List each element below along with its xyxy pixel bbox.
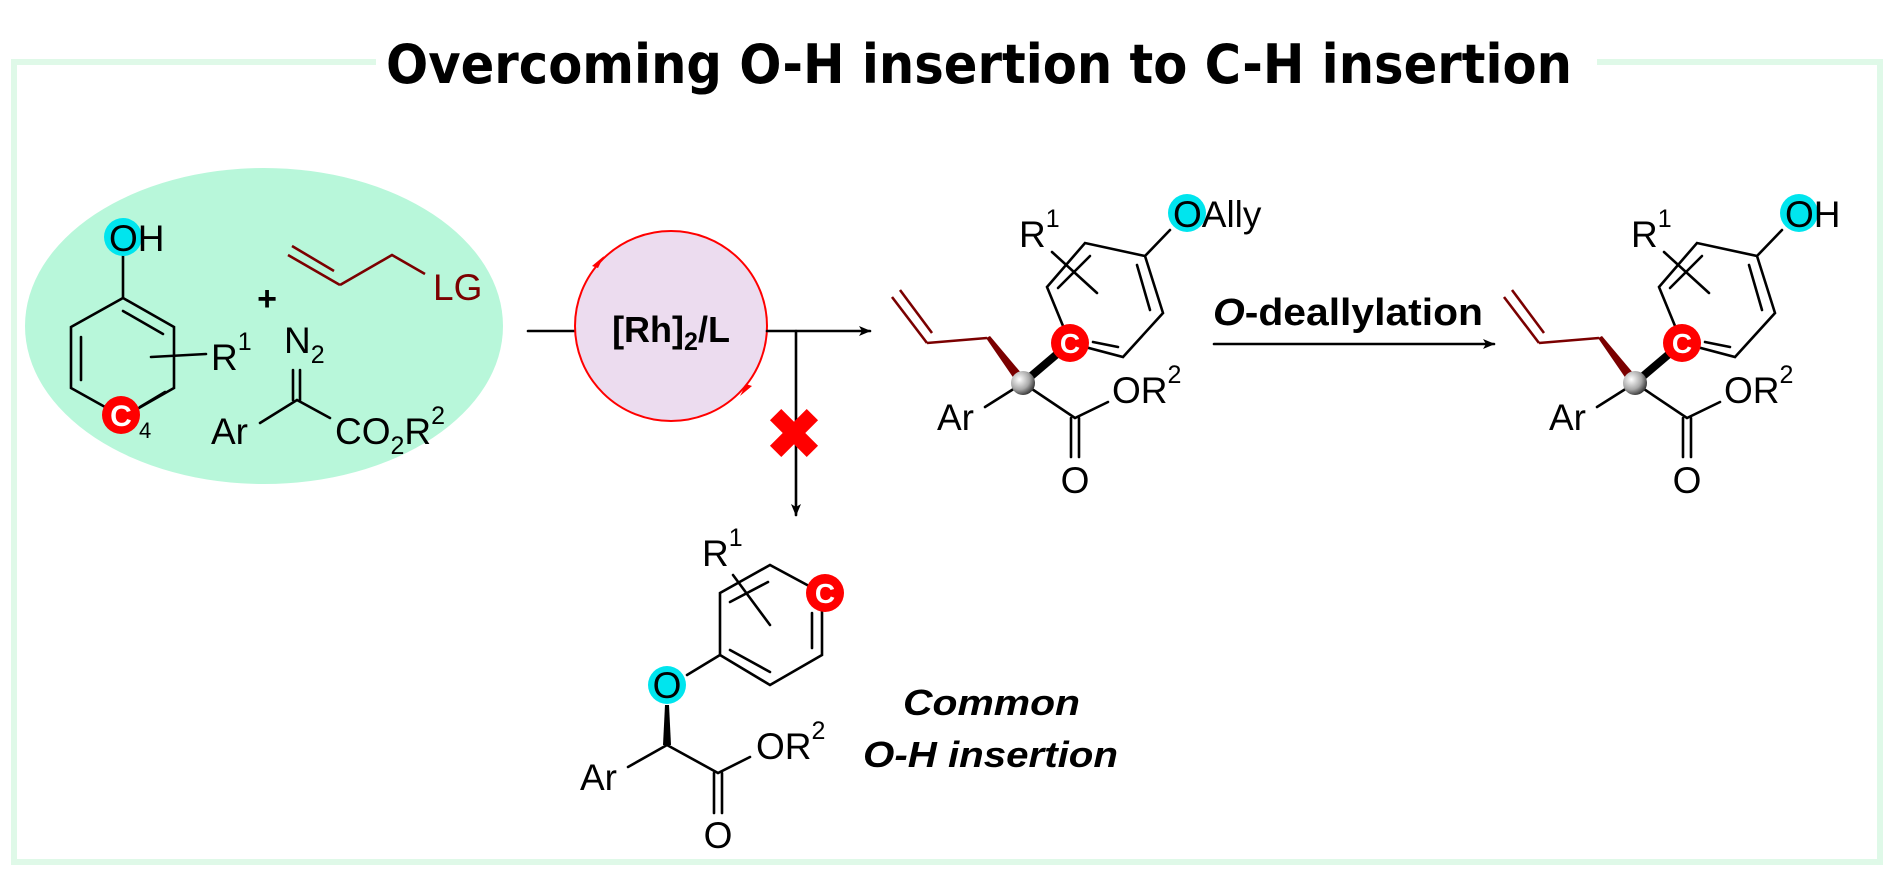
r1-label: R1 bbox=[1631, 205, 1672, 255]
phenol: OH R1 C 4 bbox=[69, 218, 252, 443]
carbon-highlight bbox=[806, 574, 844, 612]
stereocenter-ball bbox=[1623, 371, 1647, 395]
ar-label: Ar bbox=[1549, 397, 1586, 438]
catalyst-step: [Rh]2/L bbox=[526, 230, 872, 517]
catalyst-cycle bbox=[574, 230, 768, 422]
stereocenter-ball bbox=[1011, 371, 1035, 395]
oallyl-label: OAlly bbox=[1173, 194, 1262, 235]
product-ch-insertion: OAlly R1 C Ar OR2 O bbox=[890, 194, 1262, 501]
oxygen-highlight bbox=[648, 666, 686, 704]
allyl-reagent: LG bbox=[287, 244, 482, 308]
carbonyl-oxygen: O bbox=[1673, 460, 1702, 501]
r1-label: R1 bbox=[211, 328, 252, 378]
carbon-highlight bbox=[1663, 324, 1701, 362]
reactants-group: OH R1 C 4 + N2 Ar CO2R2 LG bbox=[25, 168, 503, 484]
frame bbox=[11, 59, 1883, 865]
reactants-highlight bbox=[25, 168, 503, 484]
oxygen-highlight bbox=[104, 218, 142, 256]
c4-label: C bbox=[110, 400, 132, 433]
carbon-highlight bbox=[102, 396, 140, 434]
carbon-label: C bbox=[1672, 328, 1692, 359]
ester-label: OR2 bbox=[756, 717, 825, 767]
lg-label: LG bbox=[433, 267, 482, 308]
plus-sign: + bbox=[257, 280, 277, 318]
page-title: Overcoming O-H insertion to C-H insertio… bbox=[386, 33, 1572, 96]
cycle-arrow-icon bbox=[740, 384, 752, 396]
n2-label: N2 bbox=[284, 320, 325, 369]
carbon-highlight bbox=[1051, 324, 1089, 362]
ar-label: Ar bbox=[580, 757, 617, 798]
c4-subscript: 4 bbox=[139, 418, 151, 443]
r1-label: R1 bbox=[1019, 205, 1060, 255]
carbonyl-oxygen: O bbox=[1061, 460, 1090, 501]
diazo-ester: N2 Ar CO2R2 bbox=[211, 320, 445, 460]
carbon-label: C bbox=[1060, 328, 1080, 359]
ester-label: CO2R2 bbox=[335, 402, 445, 460]
ester-label: OR2 bbox=[1724, 361, 1793, 411]
r1-label: R1 bbox=[702, 524, 743, 574]
ether-oxygen: O bbox=[653, 665, 682, 706]
cycle-arrow-icon bbox=[592, 256, 604, 268]
product-free-phenol: OH R1 C Ar OR2 O bbox=[1502, 194, 1841, 501]
caption-line-1: Common bbox=[903, 682, 1080, 723]
red-x-icon bbox=[769, 408, 819, 458]
oxygen-highlight bbox=[1780, 194, 1818, 232]
hydroxyl-label: OH bbox=[109, 218, 165, 259]
ar-label: Ar bbox=[937, 397, 974, 438]
product-oh-insertion: R1 C O Ar OR2 O Common O-H insertion bbox=[580, 524, 1118, 856]
deallylation-label: O-deallylation bbox=[1213, 292, 1483, 334]
deallylation-step: O-deallylation bbox=[1212, 292, 1496, 349]
catalyst-label: [Rh]2/L bbox=[612, 309, 730, 356]
carbonyl-oxygen: O bbox=[704, 815, 733, 856]
carbon-label: C bbox=[815, 578, 835, 609]
hydroxyl-label: OH bbox=[1785, 194, 1841, 235]
ester-label: OR2 bbox=[1112, 361, 1181, 411]
oxygen-highlight bbox=[1168, 194, 1206, 232]
ar-label: Ar bbox=[211, 411, 248, 452]
caption-line-2: O-H insertion bbox=[863, 734, 1118, 775]
